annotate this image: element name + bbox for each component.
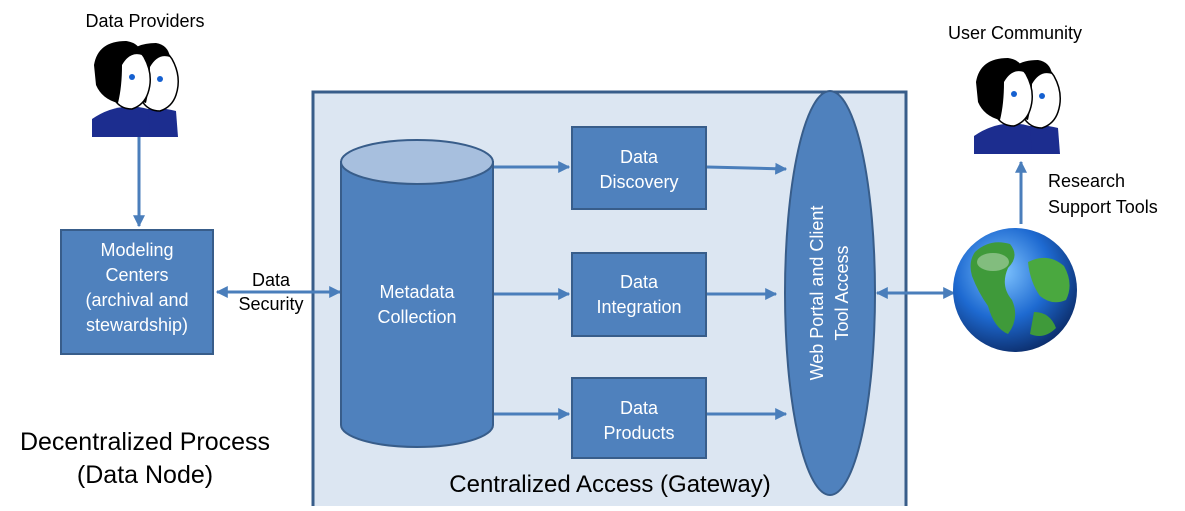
people-icon <box>92 41 179 137</box>
decentralized-line: Decentralized Process <box>19 428 271 456</box>
globe-icon <box>953 228 1077 352</box>
data-discovery-text: Data Discovery <box>572 145 706 195</box>
data-discovery-line: Data <box>619 147 659 167</box>
decentralized-line: (Data Node) <box>76 461 214 489</box>
data-products-line: Data <box>619 398 659 418</box>
modeling-centers-line: Centers <box>105 265 169 285</box>
data-products-box <box>571 377 707 459</box>
metadata-collection-text: Metadata Collection <box>341 280 493 330</box>
metadata-collection-line: Metadata <box>379 282 455 302</box>
modeling-centers-box <box>60 229 214 355</box>
data-integration-box <box>571 252 707 337</box>
metadata-cylinder <box>340 139 494 448</box>
modeling-centers-line: (archival and <box>85 290 189 310</box>
arrow-discovery-to-portal <box>706 162 788 175</box>
data-integration-line: Data <box>619 272 659 292</box>
portal-line: Tool Access <box>832 245 852 341</box>
data-providers-label: Data Providers <box>85 11 205 31</box>
data-security-label: Data Security <box>228 268 314 316</box>
research-tools-label: Research Support Tools <box>1048 168 1158 220</box>
modeling-centers-text: Modeling Centers (archival and stewardsh… <box>61 238 213 338</box>
people-icon <box>974 58 1061 154</box>
portal-text: Web Portal and Client Tool Access <box>805 163 855 423</box>
modeling-centers-line: Modeling <box>100 240 174 260</box>
centralized-label: Centralized Access (Gateway) <box>449 471 771 498</box>
arrows <box>133 134 1027 420</box>
data-integration-text: Data Integration <box>572 270 706 320</box>
modeling-centers-line: stewardship) <box>85 315 189 335</box>
metadata-collection-line: Collection <box>377 307 457 327</box>
user-community-label: User Community <box>947 23 1083 43</box>
data-discovery-line: Discovery <box>599 172 679 192</box>
data-security-line: Security <box>238 294 304 314</box>
research-tools-line: Research <box>1048 171 1126 191</box>
data-products-text: Data Products <box>572 396 706 446</box>
portal-ellipse <box>784 90 876 496</box>
portal-line: Web Portal and Client <box>807 205 827 381</box>
research-tools-line: Support Tools <box>1048 197 1158 217</box>
data-security-line: Data <box>251 270 291 290</box>
data-discovery-box <box>571 126 707 210</box>
decentralized-label: Decentralized Process (Data Node) <box>5 426 285 492</box>
data-products-line: Products <box>603 423 675 443</box>
data-integration-line: Integration <box>596 297 682 317</box>
